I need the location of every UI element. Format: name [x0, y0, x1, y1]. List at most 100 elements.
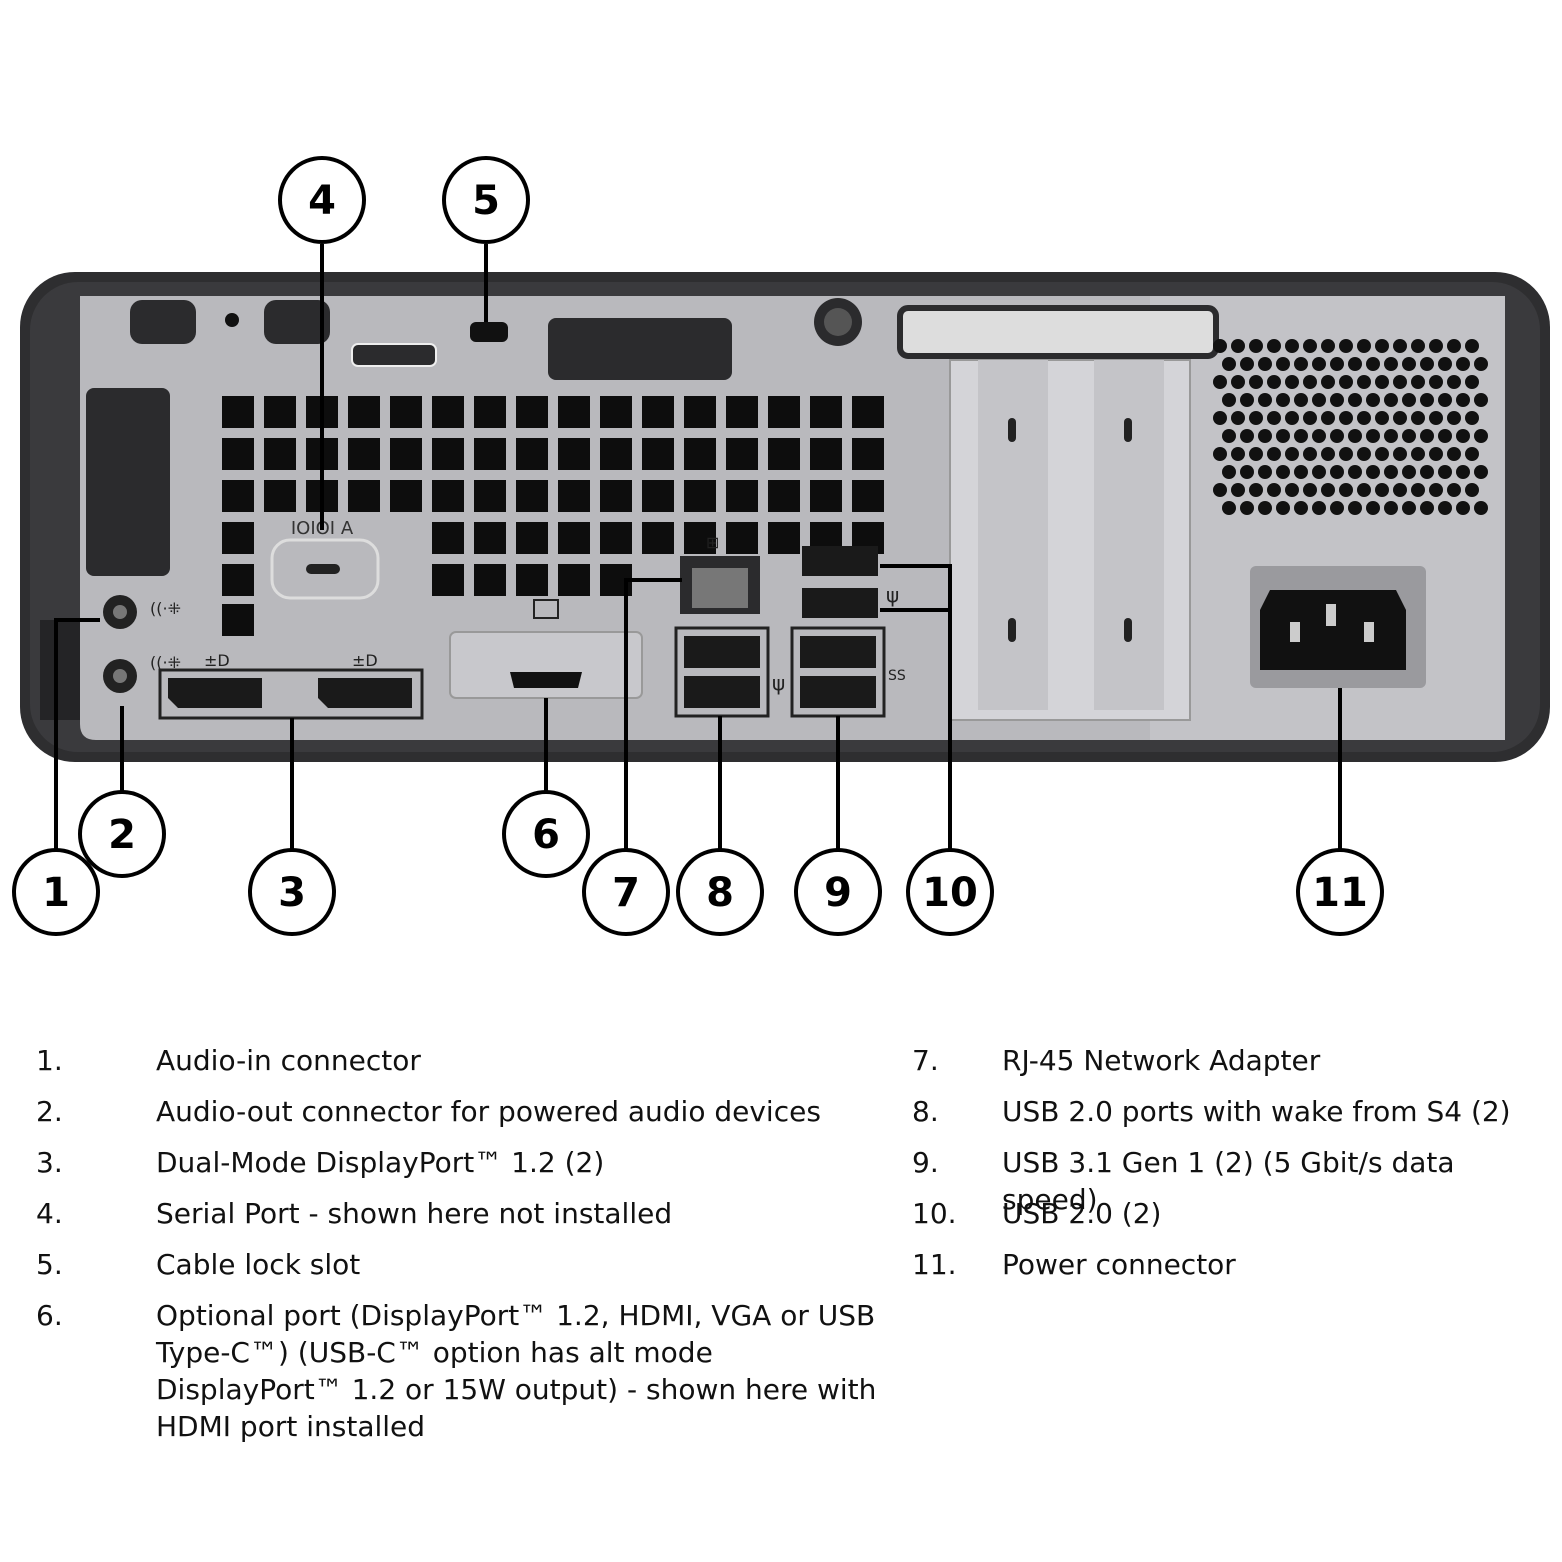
grille-hole: [1456, 501, 1470, 515]
grille-hole: [1420, 501, 1434, 515]
displayport-icon: ±D: [204, 651, 230, 670]
vent-hole: [432, 564, 464, 596]
grille-hole: [1393, 483, 1407, 497]
grille-hole: [1267, 339, 1281, 353]
callout-lines: [54, 244, 1342, 850]
vent-hole: [684, 396, 716, 428]
grille-hole: [1339, 411, 1353, 425]
callout-circle: [248, 848, 336, 936]
legend-text: USB 2.0 ports with wake from S4 (2): [1002, 1095, 1511, 1128]
vent-hole: [390, 480, 422, 512]
grille-hole: [1276, 393, 1290, 407]
grille-hole: [1267, 411, 1281, 425]
vent-hole: [348, 480, 380, 512]
grille-hole: [1330, 429, 1344, 443]
callout-11: 11: [1296, 848, 1384, 936]
grille-hole: [1465, 411, 1479, 425]
grille-hole: [1375, 375, 1389, 389]
grille-hole: [1366, 393, 1380, 407]
grille-hole: [1303, 411, 1317, 425]
vent-hole: [810, 396, 842, 428]
grille-hole: [1330, 393, 1344, 407]
callout-number: 2: [108, 812, 136, 858]
grille-hole: [1465, 339, 1479, 353]
grille-hole: [1393, 447, 1407, 461]
vent-hole: [222, 438, 254, 470]
grille-hole: [1384, 393, 1398, 407]
grille-hole: [1366, 429, 1380, 443]
grille-hole: [1348, 393, 1362, 407]
grille-hole: [1429, 483, 1443, 497]
vent-hole: [390, 396, 422, 428]
grille-hole: [1240, 429, 1254, 443]
grille-hole: [1231, 375, 1245, 389]
callout-circle: [582, 848, 670, 936]
grille-hole: [1474, 429, 1488, 443]
vent-hole: [684, 522, 716, 554]
grille-hole: [1303, 447, 1317, 461]
vent-hole: [852, 480, 884, 512]
grille-hole: [1231, 447, 1245, 461]
legend-number: 6.: [36, 1299, 63, 1332]
legend-text: USB 3.1 Gen 1 (2) (5 Gbit/s data speed): [1002, 1146, 1455, 1216]
vent-hole: [222, 396, 254, 428]
callout-circle: [1296, 848, 1384, 936]
grille-hole: [1402, 429, 1416, 443]
grille-hole: [1303, 339, 1317, 353]
callout-circle: [502, 790, 590, 878]
grille-hole: [1276, 357, 1290, 371]
callout-circle: [676, 848, 764, 936]
vent-hole: [852, 438, 884, 470]
vent-hole: [264, 396, 296, 428]
legend-number: 4.: [36, 1197, 63, 1230]
grille-hole: [1339, 447, 1353, 461]
vent-hole: [726, 522, 758, 554]
callout-5: 5: [442, 156, 530, 244]
audio-in-icon: ((·⁜: [150, 599, 181, 618]
callout-number: 10: [922, 870, 978, 916]
grille-hole: [1411, 483, 1425, 497]
headphone-icon: ((·⁜: [150, 653, 181, 672]
grille-hole: [1276, 429, 1290, 443]
grille-hole: [1213, 339, 1227, 353]
grille-hole: [1402, 357, 1416, 371]
grille-hole: [1231, 339, 1245, 353]
vent-hole: [516, 438, 548, 470]
callout-4: 4: [278, 156, 366, 244]
grille-hole: [1321, 339, 1335, 353]
grille-hole: [1375, 411, 1389, 425]
vent-hole: [432, 480, 464, 512]
callout-6: 6: [502, 790, 590, 878]
grille-hole: [1393, 411, 1407, 425]
grille-hole: [1339, 375, 1353, 389]
callout-9: 9: [794, 848, 882, 936]
grille-hole: [1402, 393, 1416, 407]
vent-hole: [474, 438, 506, 470]
grille-hole: [1267, 483, 1281, 497]
grille-hole: [1402, 501, 1416, 515]
grille-hole: [1474, 357, 1488, 371]
legend-number: 8.: [912, 1095, 939, 1128]
grille-hole: [1249, 447, 1263, 461]
legend-text: RJ-45 Network Adapter: [1002, 1044, 1321, 1077]
vent-hole: [432, 438, 464, 470]
vent-hole: [768, 438, 800, 470]
grille-hole: [1240, 393, 1254, 407]
vent-hole: [558, 480, 590, 512]
vent-hole: [558, 522, 590, 554]
callout-number: 5: [472, 178, 500, 224]
grille-hole: [1249, 339, 1263, 353]
grille-hole: [1447, 339, 1461, 353]
grille-hole: [1447, 411, 1461, 425]
vent-hole: [768, 522, 800, 554]
callout-number: 11: [1312, 870, 1368, 916]
grille-hole: [1420, 465, 1434, 479]
grille-hole: [1393, 375, 1407, 389]
grille-hole: [1222, 429, 1236, 443]
grille-hole: [1348, 429, 1362, 443]
vent-hole: [516, 396, 548, 428]
callout-3: 3: [248, 848, 336, 936]
grille-hole: [1213, 483, 1227, 497]
grille-hole: [1429, 375, 1443, 389]
grille-hole: [1249, 375, 1263, 389]
